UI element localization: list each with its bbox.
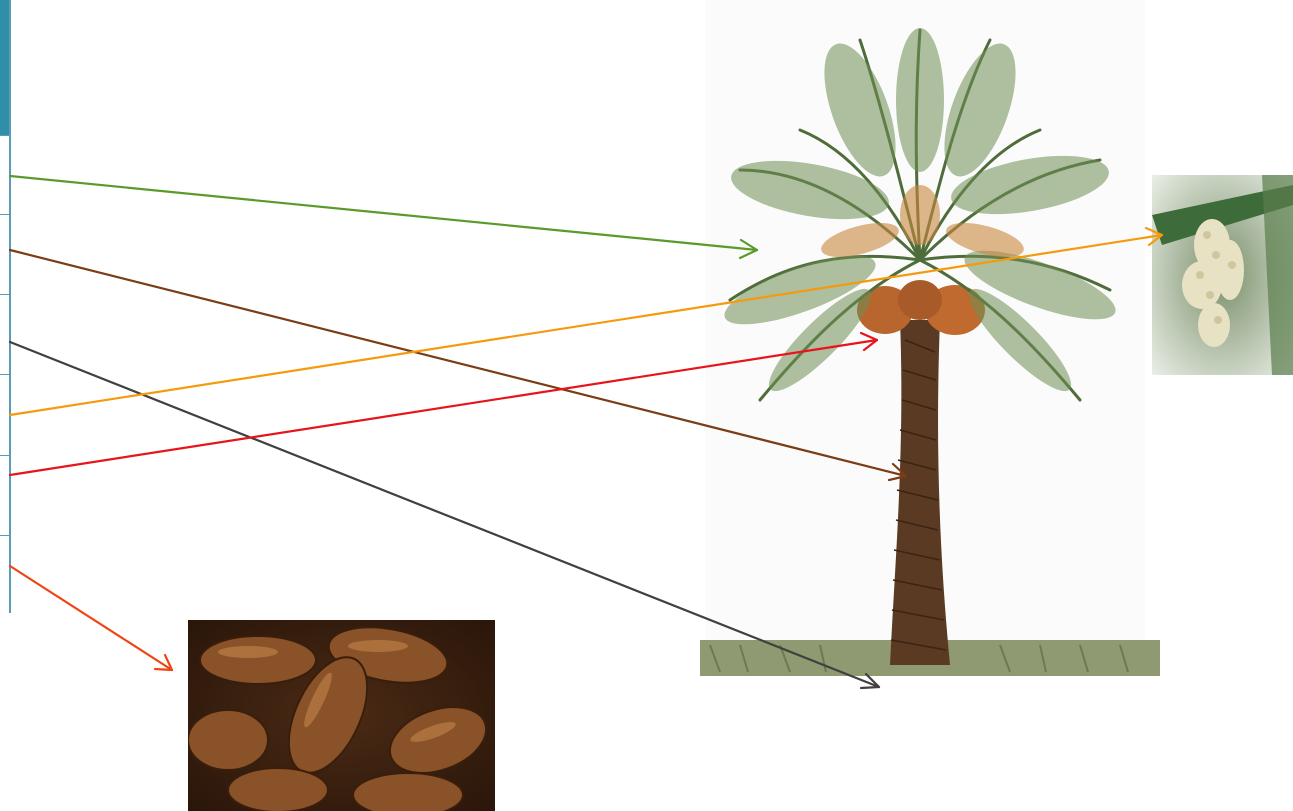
arrow-dates <box>10 566 172 670</box>
arrow-trunk <box>10 250 906 480</box>
arrow-leaves <box>10 176 757 258</box>
arrow-flower <box>10 228 1162 415</box>
arrow-fruit-cluster <box>10 333 877 475</box>
